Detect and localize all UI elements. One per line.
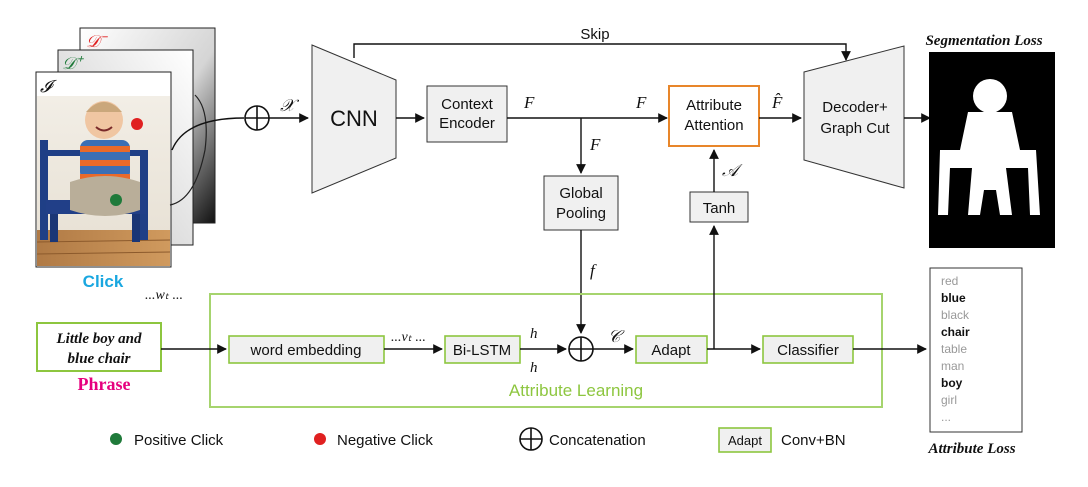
d-plus-symbol: 𝒟⁺ bbox=[62, 54, 85, 73]
phrase-box: Little boy and blue chair bbox=[36, 322, 162, 372]
tanh-block: Tanh bbox=[689, 191, 749, 223]
phrase-label: Phrase bbox=[78, 374, 131, 394]
d-minus-symbol: 𝒟⁻ bbox=[86, 32, 109, 51]
v-symbol: ...vₜ ... bbox=[391, 330, 426, 345]
attribute-item: boy bbox=[941, 376, 963, 390]
adapt-label: Adapt bbox=[651, 342, 691, 359]
attribute-item: ... bbox=[941, 410, 951, 424]
bilstm-label: Bi-LSTM bbox=[453, 342, 511, 359]
x-symbol: 𝒳 bbox=[280, 96, 300, 115]
h-backward-symbol: h⃖ bbox=[530, 360, 549, 376]
adapt-block: Adapt bbox=[635, 335, 708, 364]
attribute-item: blue bbox=[941, 291, 966, 305]
legend-adapt-desc: Conv+BN bbox=[781, 432, 846, 449]
skip-label: Skip bbox=[580, 26, 609, 43]
concat-op-attribute bbox=[568, 336, 594, 362]
click-label: Click bbox=[83, 272, 124, 291]
tanh-label: Tanh bbox=[703, 200, 736, 217]
word-embedding-label: word embedding bbox=[250, 342, 362, 359]
global-pooling-block: Global Pooling bbox=[543, 175, 619, 231]
context-encoder-line2: Encoder bbox=[439, 115, 495, 132]
bilstm-block: Bi-LSTM bbox=[444, 335, 521, 364]
legend-adapt-swatch bbox=[718, 427, 772, 453]
decoder-block: Decoder+ Graph Cut bbox=[803, 45, 905, 189]
input-stack: 𝒟⁻ 𝒟⁺ 𝓘 bbox=[35, 27, 216, 291]
context-encoder-block: Context Encoder bbox=[426, 85, 508, 143]
global-pooling-line1: Global bbox=[559, 185, 602, 202]
phrase-line2: blue chair bbox=[68, 351, 131, 367]
attribute-attention-line2: Attention bbox=[684, 117, 743, 134]
decoder-line1: Decoder+ bbox=[822, 99, 888, 116]
legend: Positive Click Negative Click Concatenat… bbox=[110, 427, 846, 453]
legend-positive: Positive Click bbox=[134, 432, 224, 449]
input-photo bbox=[36, 96, 171, 266]
classifier-block: Classifier bbox=[762, 335, 854, 364]
attribute-item: black bbox=[941, 308, 970, 322]
attribute-learning-region bbox=[209, 293, 883, 408]
attribute-attention-line1: Attribute bbox=[686, 97, 742, 114]
attribute-learning-title: Attribute Learning bbox=[509, 381, 643, 400]
f-symbol-2: F bbox=[635, 93, 647, 112]
small-f-symbol: f bbox=[590, 261, 597, 280]
context-encoder-line1: Context bbox=[441, 96, 494, 113]
classifier-label: Classifier bbox=[777, 342, 839, 359]
h-forward-symbol: h⃗ bbox=[530, 326, 549, 342]
a-symbol: 𝒜 bbox=[722, 161, 743, 180]
positive-click-swatch bbox=[110, 433, 122, 445]
f-hat-symbol: F̂ bbox=[771, 93, 783, 112]
word-embedding-block: word embedding bbox=[228, 335, 385, 364]
decoder-line2: Graph Cut bbox=[820, 120, 890, 137]
segmentation-output: Segmentation Loss bbox=[925, 33, 1055, 248]
concat-symbol-icon bbox=[519, 427, 543, 451]
legend-concat: Concatenation bbox=[549, 432, 646, 449]
w-symbol: ...wₜ ... bbox=[145, 288, 183, 303]
legend-adapt-box-label: Adapt bbox=[728, 433, 762, 448]
concat-op-input bbox=[244, 105, 270, 131]
attribute-attention-block: Attribute Attention bbox=[668, 85, 760, 147]
negative-click-dot bbox=[131, 118, 143, 130]
attribute-item: red bbox=[941, 274, 958, 288]
attribute-list: red blue black chair table man boy girl … bbox=[929, 267, 1023, 433]
f-symbol-3: F bbox=[589, 135, 601, 154]
c-symbol: 𝒞 bbox=[608, 327, 625, 346]
cnn-block: CNN bbox=[311, 44, 397, 194]
legend-negative: Negative Click bbox=[337, 432, 433, 449]
f-symbol-1: F bbox=[523, 93, 535, 112]
attribute-item: table bbox=[941, 342, 967, 356]
negative-click-swatch bbox=[314, 433, 326, 445]
segmentation-loss-label: Segmentation Loss bbox=[925, 33, 1042, 49]
attribute-item: chair bbox=[941, 325, 970, 339]
cnn-label: CNN bbox=[330, 106, 378, 131]
attribute-item: girl bbox=[941, 393, 957, 407]
attribute-item: man bbox=[941, 359, 964, 373]
phrase-line1: Little boy and bbox=[56, 331, 142, 347]
attribute-loss-label: Attribute Loss bbox=[927, 441, 1015, 457]
global-pooling-line2: Pooling bbox=[556, 205, 606, 222]
